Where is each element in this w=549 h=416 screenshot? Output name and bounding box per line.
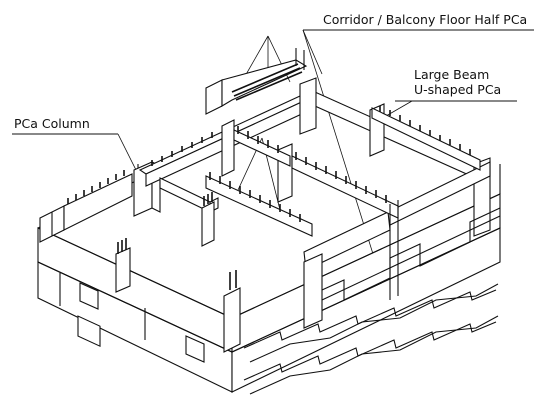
left-parapet — [39, 170, 133, 243]
rebar-stirrups — [151, 106, 471, 222]
column-rebar-stubs — [115, 192, 241, 353]
label-pca-column: PCa Column — [14, 116, 90, 131]
corridor-floor-half-pca — [205, 48, 308, 115]
right-balcony — [303, 200, 501, 329]
lower-floors — [37, 193, 501, 395]
label-large-beam: Large Beam — [414, 67, 489, 82]
back-frame — [138, 77, 491, 271]
interior-beams — [151, 106, 481, 237]
label-u-shaped-pca: U-shaped PCa — [414, 82, 501, 97]
window-left-1 — [77, 315, 101, 348]
label-corridor-floor: Corridor / Balcony Floor Half PCa — [323, 12, 527, 27]
